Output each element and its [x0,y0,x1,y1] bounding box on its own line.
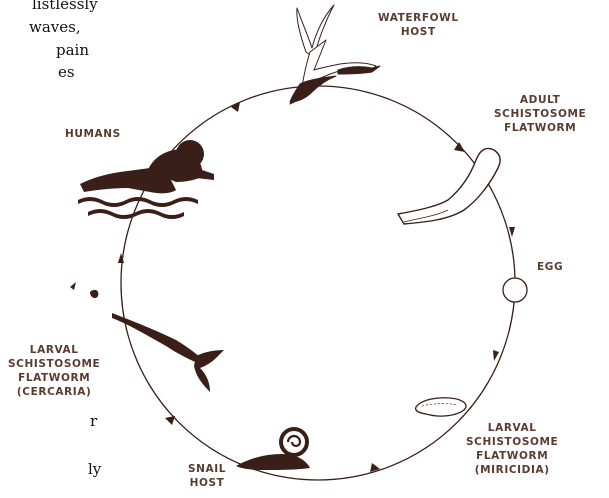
arrow-icon [509,227,515,237]
larva-icon [416,398,466,416]
arrow-icon [493,350,499,361]
swimmer-icon [78,140,214,219]
arrow-icon [165,416,175,425]
label-snail-host: SNAIL HOST [188,462,226,490]
worm-icon [398,148,500,224]
cercaria-icon [112,313,224,392]
egg-icon [503,278,527,302]
arrow-icon [454,142,465,152]
label-egg: EGG [537,260,563,274]
speck-icon [70,282,98,298]
label-waterfowl-host: WATERFOWL HOST [378,11,459,39]
label-cercaria: LARVAL SCHISTOSOME FLATWORM (CERCARIA) [8,343,100,399]
label-miricidia: LARVAL SCHISTOSOME FLATWORM (MIRICIDIA) [466,421,558,477]
snail-icon [236,429,310,470]
bird-icon [290,5,380,104]
label-adult-flatworm: ADULT SCHISTOSOME FLATWORM [494,93,586,135]
label-humans: HUMANS [65,127,121,141]
